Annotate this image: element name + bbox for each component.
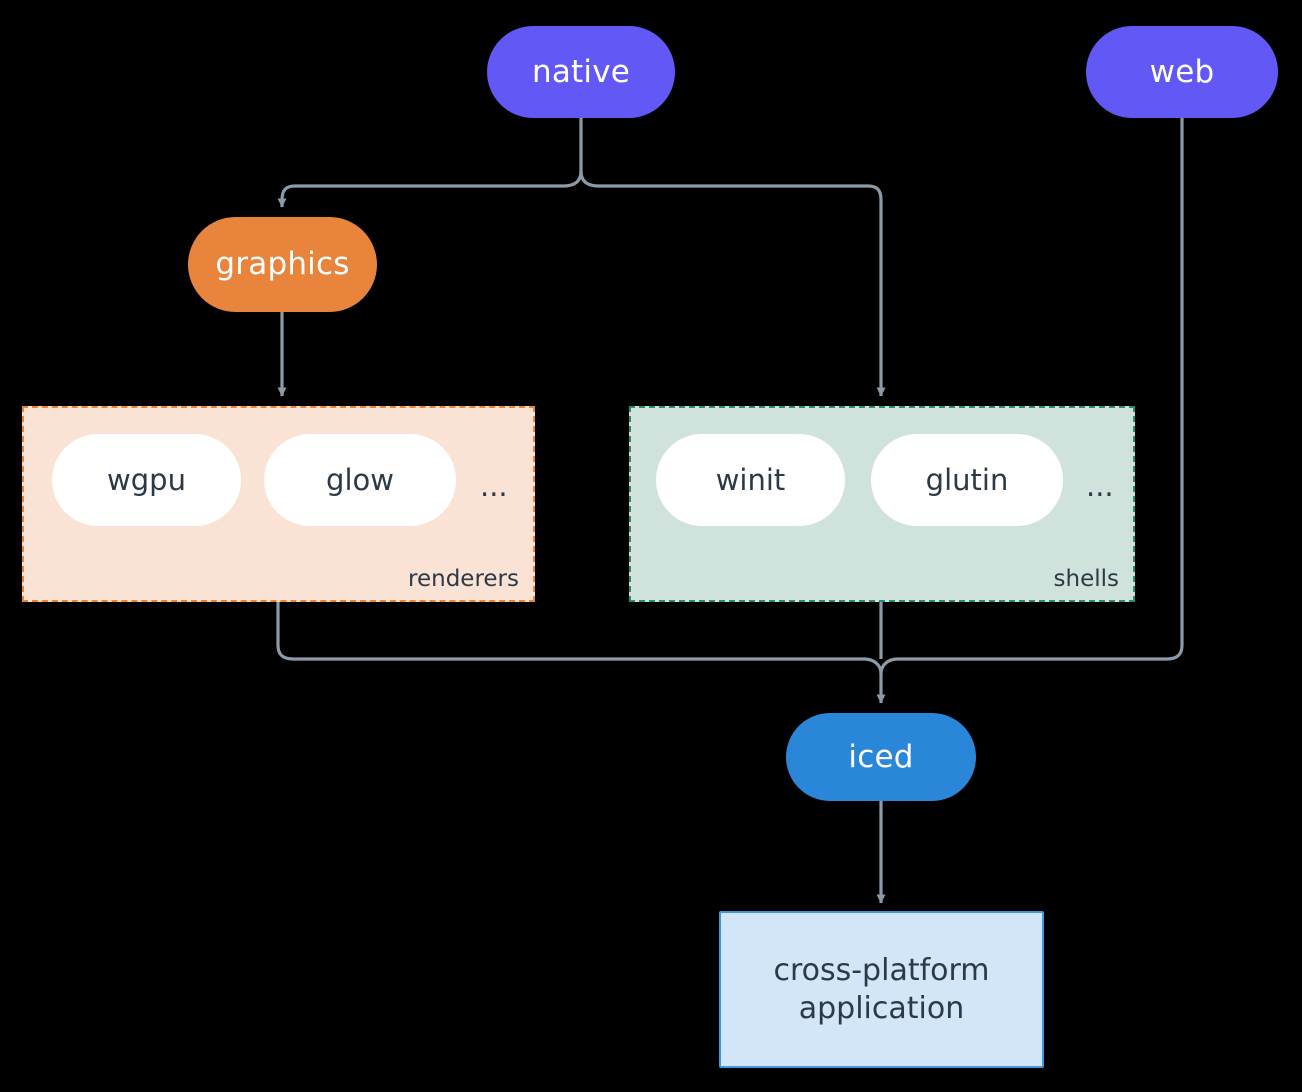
node-iced[interactable]: iced bbox=[786, 713, 976, 801]
node-native-label: native bbox=[531, 53, 631, 90]
edge-native-to-graphics bbox=[277, 170, 583, 208]
node-web[interactable]: web bbox=[1086, 26, 1278, 118]
cluster-renderers: wgpu glow ... renderers bbox=[22, 406, 535, 602]
edge-native-to-shells bbox=[579, 170, 886, 397]
node-glow-label: glow bbox=[326, 462, 394, 497]
node-web-label: web bbox=[1149, 53, 1215, 90]
node-glutin-label: glutin bbox=[925, 462, 1009, 497]
node-native[interactable]: native bbox=[487, 26, 675, 118]
cluster-shells: winit glutin ... shells bbox=[629, 406, 1135, 602]
node-glow[interactable]: glow bbox=[264, 434, 456, 526]
node-application[interactable]: cross-platform application bbox=[719, 911, 1044, 1068]
node-graphics[interactable]: graphics bbox=[188, 217, 377, 312]
node-glutin[interactable]: glutin bbox=[871, 434, 1063, 526]
edge-merge-to-iced bbox=[863, 657, 886, 704]
edge-merge-to-iced-right bbox=[879, 657, 899, 675]
cluster-shells-label: shells bbox=[1053, 566, 1119, 592]
node-iced-label: iced bbox=[848, 738, 914, 775]
shells-more-ellipsis: ... bbox=[1086, 469, 1114, 503]
cluster-renderers-label: renderers bbox=[408, 566, 519, 592]
node-winit-label: winit bbox=[715, 462, 786, 497]
node-wgpu-label: wgpu bbox=[107, 462, 186, 497]
edge-renderers-to-iced bbox=[276, 602, 864, 661]
renderers-more-ellipsis: ... bbox=[480, 469, 508, 503]
node-graphics-label: graphics bbox=[215, 246, 350, 283]
node-application-line1: cross-platform bbox=[773, 953, 990, 988]
node-application-line2: application bbox=[798, 990, 965, 1026]
node-wgpu[interactable]: wgpu bbox=[52, 434, 241, 526]
node-winit[interactable]: winit bbox=[656, 434, 845, 526]
